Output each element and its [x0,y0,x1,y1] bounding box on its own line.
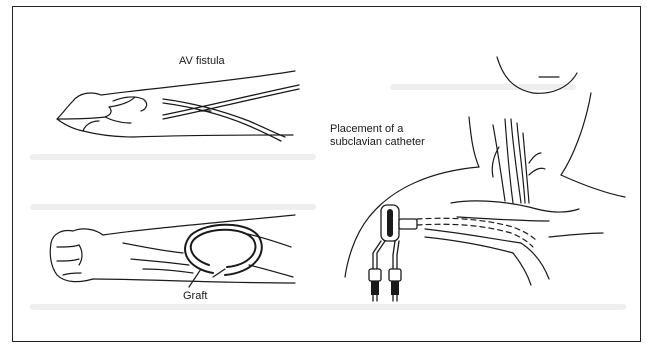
av-fistula-vessels [163,85,299,141]
graft-loop [185,225,262,277]
forearm-fist-drawing [50,215,295,283]
dialysis-access-illustration [13,7,640,341]
figure-frame: AV fistula Placement of a subclavian cat… [12,6,641,342]
subclavian-catheter-device [369,205,417,301]
placement-label-line-1: Placement of a [330,123,425,136]
background-smudges [33,87,623,307]
neck-chest-drawing [345,57,625,285]
graft-leader-line [189,269,201,287]
wrist-hand-drawing [57,71,295,137]
subclavian-catheter-label: Placement of a subclavian catheter [330,123,425,149]
placement-label-line-2: subclavian catheter [330,136,425,149]
graft-label: Graft [183,290,207,303]
av-fistula-label: AV fistula [179,55,225,68]
